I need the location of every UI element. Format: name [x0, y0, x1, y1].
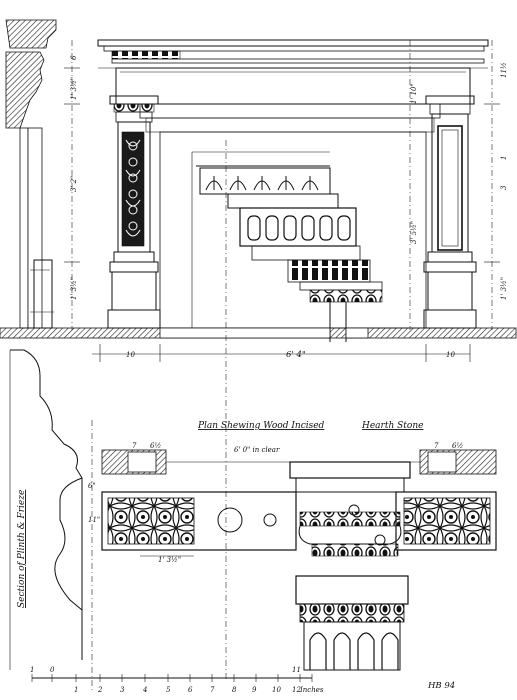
scale-number: 1 [74, 686, 78, 694]
elevation [0, 19, 517, 680]
plan-pilaster-right [419, 449, 497, 475]
incised-hearth-stone [101, 491, 497, 557]
plinth-frieze-profile [9, 349, 93, 690]
scale-number: 9 [252, 686, 257, 694]
height-opening: 3' 5½" [410, 221, 418, 244]
left-pilaster [107, 95, 161, 329]
labels: Plan Shewing Wood Incised Hearth Stone S… [17, 55, 508, 694]
hearth-width-label: 6' 0" in clear [234, 446, 280, 454]
height-base-right: 1' 3½" [500, 277, 508, 300]
signature: HB 94 [427, 681, 455, 691]
right-return-label: 10 [446, 351, 455, 359]
cornice [97, 39, 489, 69]
scale-number: 7 [210, 686, 215, 694]
scale-number: 2 [97, 686, 103, 694]
plan-dim-right-2: 6½ [452, 442, 463, 450]
scale-number: 8 [232, 686, 237, 694]
plan-title: Plan Shewing Wood Incised [197, 421, 325, 431]
leaf-ornament [309, 632, 399, 670]
height-shaft-right: 3 [500, 185, 508, 190]
fireplace-opening [159, 131, 427, 329]
scale-number: 3 [120, 686, 125, 694]
height-frieze-mid: 1' 10" [410, 83, 418, 104]
carved-panel-ornament [125, 139, 141, 237]
shell-ornament [205, 176, 319, 191]
bead-reel [247, 215, 351, 241]
plan-pilaster-left [101, 449, 167, 475]
scale-number: 4 [142, 686, 147, 694]
scale-bar [31, 674, 313, 682]
plinth-width-label: 1' 3½" [158, 556, 181, 564]
scale-number: 6 [188, 686, 193, 694]
plan-dim-left-2: 6½ [150, 442, 161, 450]
height-cornice-right: 11½ [500, 62, 508, 78]
plan-section [9, 344, 497, 690]
opening-width-label: 6' 4" [286, 350, 306, 360]
dimension-lines-elevation [64, 40, 500, 680]
plan-dim-right: 7 [434, 442, 439, 450]
plan-dim-left: 7 [132, 442, 137, 450]
scale-number: 5 [166, 686, 171, 694]
scale-number: 1 [30, 666, 34, 674]
section-title: Section of Plinth & Frieze [17, 490, 27, 608]
right-pilaster [423, 95, 477, 329]
floor-line [0, 327, 517, 339]
capital-detail [289, 461, 411, 671]
height-base-left: 1' 3½" [70, 277, 78, 300]
plan-depth-mid: 11" [88, 516, 100, 524]
left-profile-section [5, 19, 57, 329]
scale-unit: Inches [299, 686, 324, 694]
cornice-detail-section [196, 165, 383, 342]
height-frieze-left: 1' 3½" [70, 77, 78, 100]
scale-number: 10 [272, 686, 281, 694]
scale-numbers: 1 0 1 2 3 4 5 6 7 8 9 10 11 12 [30, 666, 301, 694]
scale-number: 11 [292, 666, 301, 674]
height-upper-right: 1 [500, 156, 508, 160]
hearth-stone-label: Hearth Stone [361, 421, 423, 431]
left-return-label: 10 [126, 351, 135, 359]
scale-number: 0 [50, 666, 55, 674]
plan-depth-top: 6" [88, 482, 96, 490]
height-cornice-left: 6 [70, 55, 78, 60]
height-shaft-left: 3' 2" [70, 176, 78, 192]
scale-number: 12 [292, 686, 301, 694]
